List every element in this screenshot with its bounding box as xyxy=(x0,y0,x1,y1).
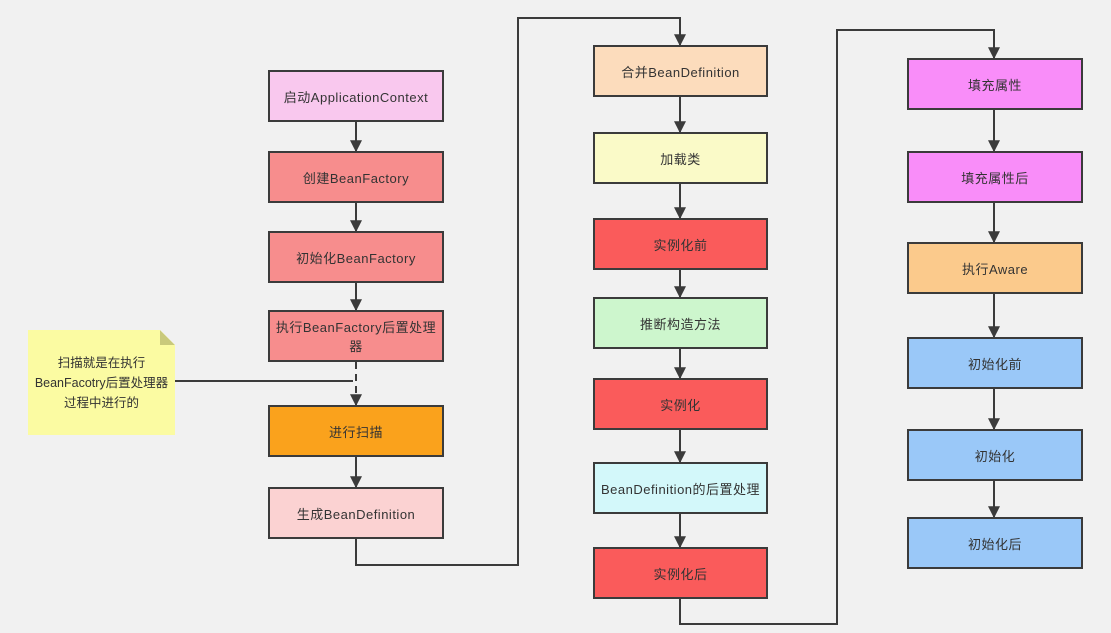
flow-node-generate-bean-definition: 生成BeanDefinition xyxy=(268,487,444,539)
flow-node-create-bean-factory: 创建BeanFactory xyxy=(268,151,444,203)
flow-node-before-initialization: 初始化前 xyxy=(907,337,1083,389)
flow-node-execute-aware: 执行Aware xyxy=(907,242,1083,294)
flow-node-init-bean-factory: 初始化BeanFactory xyxy=(268,231,444,283)
note-line: 扫描就是在执行 xyxy=(57,355,146,370)
flow-node-bean-definition-post-processing: BeanDefinition的后置处理 xyxy=(593,462,768,514)
sticky-note: 扫描就是在执行 BeanFacotry后置处理器 过程中进行的 xyxy=(28,330,175,435)
flow-node-after-fill-properties: 填充属性后 xyxy=(907,151,1083,203)
edge-generate-to-merge xyxy=(355,17,686,566)
flow-node-merge-bean-definition: 合并BeanDefinition xyxy=(593,45,768,97)
flow-node-infer-constructor: 推断构造方法 xyxy=(593,297,768,349)
flow-node-instantiation: 实例化 xyxy=(593,378,768,430)
flow-node-after-instantiation: 实例化后 xyxy=(593,547,768,599)
flow-node-fill-properties: 填充属性 xyxy=(907,58,1083,110)
flow-node-after-initialization: 初始化后 xyxy=(907,517,1083,569)
flow-node-before-instantiation: 实例化前 xyxy=(593,218,768,270)
flow-node-launch-application-context: 启动ApplicationContext xyxy=(268,70,444,122)
note-line: 过程中进行的 xyxy=(63,395,139,410)
flow-node-load-class: 加载类 xyxy=(593,132,768,184)
note-line: BeanFacotry后置处理器 xyxy=(34,375,169,390)
flow-node-do-scan: 进行扫描 xyxy=(268,405,444,457)
flow-node-initialization: 初始化 xyxy=(907,429,1083,481)
edge-after-inst-to-fill xyxy=(679,29,1000,625)
flow-node-execute-beanfactory-post-processors: 执行BeanFactory后置处理器 xyxy=(268,310,444,362)
